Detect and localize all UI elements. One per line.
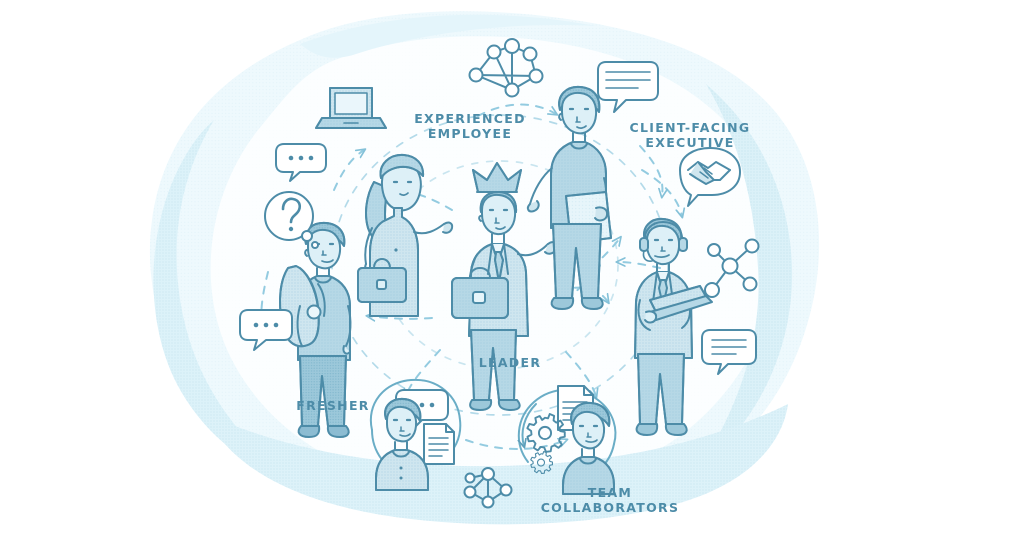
label-leader: LEADER <box>478 355 542 370</box>
figure-experienced-employee <box>357 153 454 317</box>
speech-bubble-text-icon-right <box>701 329 757 375</box>
laptop-icon <box>315 87 387 129</box>
crown-icon <box>472 162 522 193</box>
connector-fresher-to-experienced <box>333 150 364 191</box>
connector-experienced-to-executive <box>477 103 556 117</box>
connector-leader-down-left <box>406 349 441 396</box>
figure-support-specialist <box>634 217 713 436</box>
connector-outer-left-down <box>261 271 269 330</box>
vignette-team-collaborator-right <box>519 385 617 495</box>
label-experienced-employee: EXPERIENCED EMPLOYEE <box>414 111 526 141</box>
connector-executive-to-support <box>641 169 682 216</box>
chat-bubble-dots-icon-upper <box>275 143 327 182</box>
label-fresher: FRESHER <box>296 398 370 413</box>
connector-outer-right-down <box>639 145 662 196</box>
network-nodes-icon-right <box>704 238 760 298</box>
chat-bubble-dots-icon-lower <box>239 309 293 351</box>
connector-collaborator-left-to-right <box>465 440 566 450</box>
headset-icon <box>639 221 688 262</box>
question-thought-bubble-icon <box>264 191 319 249</box>
figure-leader <box>451 162 558 411</box>
handshake-bubble-icon <box>679 147 741 207</box>
vignette-team-collaborator-left <box>369 378 462 491</box>
document-page-icon <box>423 423 455 465</box>
network-nodes-icon-bottom <box>463 467 513 509</box>
network-nodes-icon-top <box>468 38 544 98</box>
label-team-collaborators: TEAM COLLABORATORS <box>540 485 680 515</box>
connector-leader-down-right <box>565 351 596 396</box>
connector-right-inward <box>618 262 661 269</box>
figure-fresher <box>279 221 352 438</box>
speech-bubble-text-icon-exec <box>597 61 659 113</box>
label-client-facing-executive: CLIENT-FACING EXECUTIVE <box>629 120 751 150</box>
floating-icons <box>239 38 760 509</box>
figure-client-facing-executive <box>526 85 612 310</box>
